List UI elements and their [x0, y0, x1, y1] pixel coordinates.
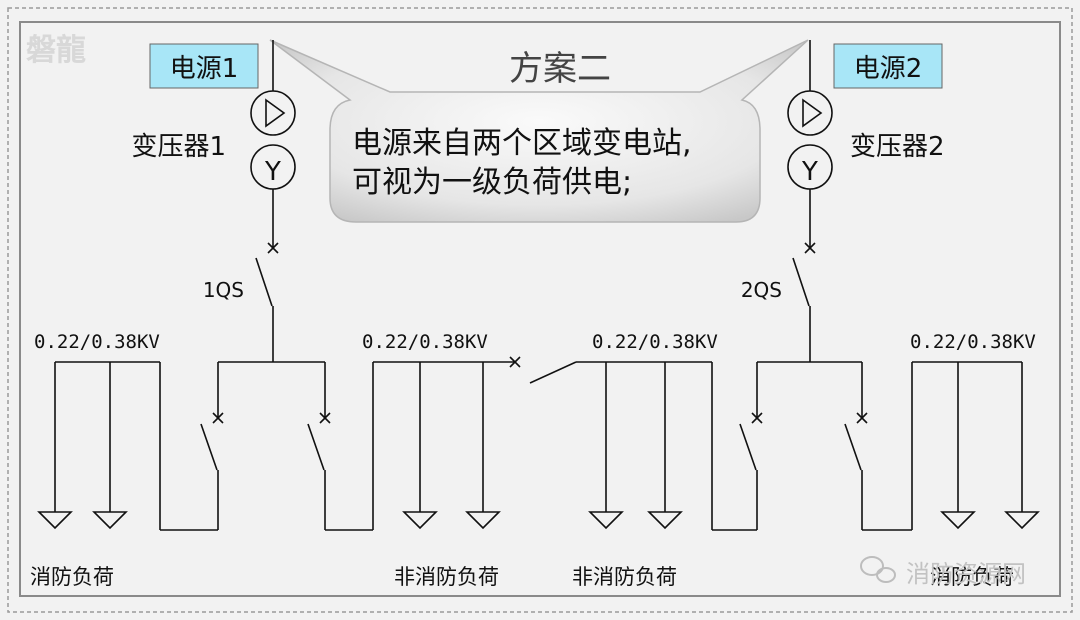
load-arrow-icon: [465, 511, 501, 530]
voltage-label-3: 0.22/0.38KV: [592, 331, 718, 353]
load-arrow-icon: [588, 511, 624, 530]
load-arrow-icon: [940, 511, 976, 530]
source1-label: 电源1: [170, 54, 239, 84]
transformer2-label: 变压器2: [850, 132, 945, 162]
load-arrow-icon: [92, 511, 128, 530]
load-label-1: 消防负荷: [30, 565, 114, 589]
wechat-icon: [860, 556, 896, 583]
switch2-label: 2QS: [741, 278, 782, 302]
source1-box: [149, 43, 259, 89]
wye-symbol-2-icon: Y: [801, 157, 818, 187]
voltage-label-2: 0.22/0.38KV: [362, 331, 488, 353]
right-feeder: [757, 40, 862, 363]
outer-frame: [7, 7, 1073, 613]
load-arrow-icon: [37, 511, 73, 530]
voltage-label-4: 0.22/0.38KV: [910, 331, 1036, 353]
load-arrow-icon: [647, 511, 683, 530]
callout-bubble: [269, 39, 809, 223]
load-arrow-icon: [1004, 511, 1040, 530]
transformer2-primary-winding: [787, 90, 833, 136]
load-label-2: 非消防负荷: [394, 565, 499, 589]
brand-watermark-text: 消防资源网: [906, 560, 1026, 588]
load-symbols: [37, 511, 1040, 530]
left-feeder: [218, 40, 325, 363]
load-label-3: 非消防负荷: [572, 565, 677, 589]
watermark-logo-text: 磐龍: [26, 33, 86, 68]
load-label-4: 消防负荷: [930, 565, 1014, 589]
voltage-label-1: 0.22/0.38KV: [34, 331, 160, 353]
distribution-network: [54, 356, 1023, 531]
callout-line-1: 电源来自两个区域变电站,: [352, 126, 692, 161]
callout-line-2: 可视为一级负荷供电;: [352, 165, 632, 200]
delta-symbol-2-icon: [802, 98, 823, 128]
transformer1-label: 变压器1: [131, 132, 226, 162]
delta-symbol-1-icon: [265, 98, 286, 128]
wye-symbol-1-icon: Y: [264, 157, 281, 187]
switch1-label: 1QS: [203, 278, 244, 302]
source2-box: [833, 43, 943, 89]
transformer1-primary-winding: [250, 90, 296, 136]
source2-label: 电源2: [854, 54, 923, 84]
load-arrow-icon: [402, 511, 438, 530]
diagram-title: 方案二: [509, 49, 611, 89]
